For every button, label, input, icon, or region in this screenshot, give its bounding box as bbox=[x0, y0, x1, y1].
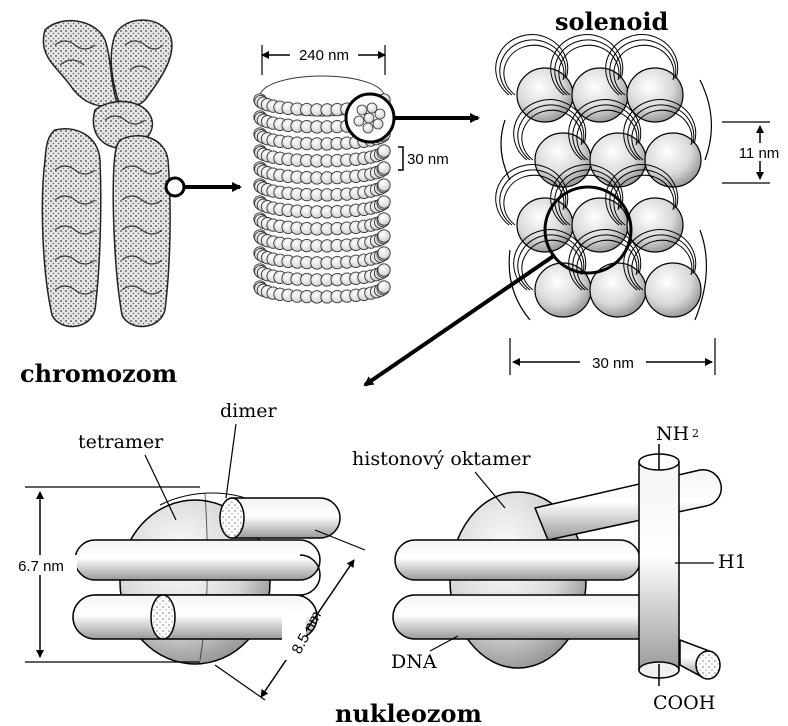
chromosome-figure bbox=[42, 20, 184, 326]
h1-histone-rod bbox=[639, 454, 679, 678]
fiber-width-label: 240 nm bbox=[299, 47, 349, 64]
tetramer-label: tetramer bbox=[78, 431, 164, 453]
fiber-pitch-bracket bbox=[398, 147, 403, 170]
solenoid-figure: 11 nm 30 nm bbox=[496, 35, 785, 375]
nucleosome-h1-figure: NH 2 histonový oktamer H1 DNA COOH bbox=[352, 423, 747, 714]
height-label: 6.7 nm bbox=[18, 558, 64, 575]
arrow-to-nucleosome bbox=[365, 255, 555, 385]
cooh-label: COOH bbox=[653, 692, 715, 714]
chromosome-label: chromozom bbox=[20, 359, 177, 388]
solenoid-label: solenoid bbox=[555, 7, 668, 36]
nucleosome-label: nukleozom bbox=[335, 699, 482, 726]
solenoid-width-label: 30 nm bbox=[592, 355, 634, 372]
octamer-label: histonový oktamer bbox=[352, 448, 531, 470]
nucleosome-core-figure: dimer tetramer 6.7 nm 8.5 nm bbox=[5, 400, 365, 700]
nh2-label: NH bbox=[656, 423, 689, 445]
h1-label: H1 bbox=[718, 551, 747, 573]
dimer-label: dimer bbox=[220, 400, 278, 422]
solenoid-unit-label: 11 nm bbox=[739, 145, 780, 162]
fiber-pitch-label: 30 nm bbox=[407, 151, 449, 168]
nh2-subscript: 2 bbox=[692, 427, 699, 440]
fiber-coil: 240 nm 30 nm bbox=[254, 44, 449, 303]
selection-circle bbox=[166, 178, 184, 196]
dna-label: DNA bbox=[391, 651, 437, 673]
